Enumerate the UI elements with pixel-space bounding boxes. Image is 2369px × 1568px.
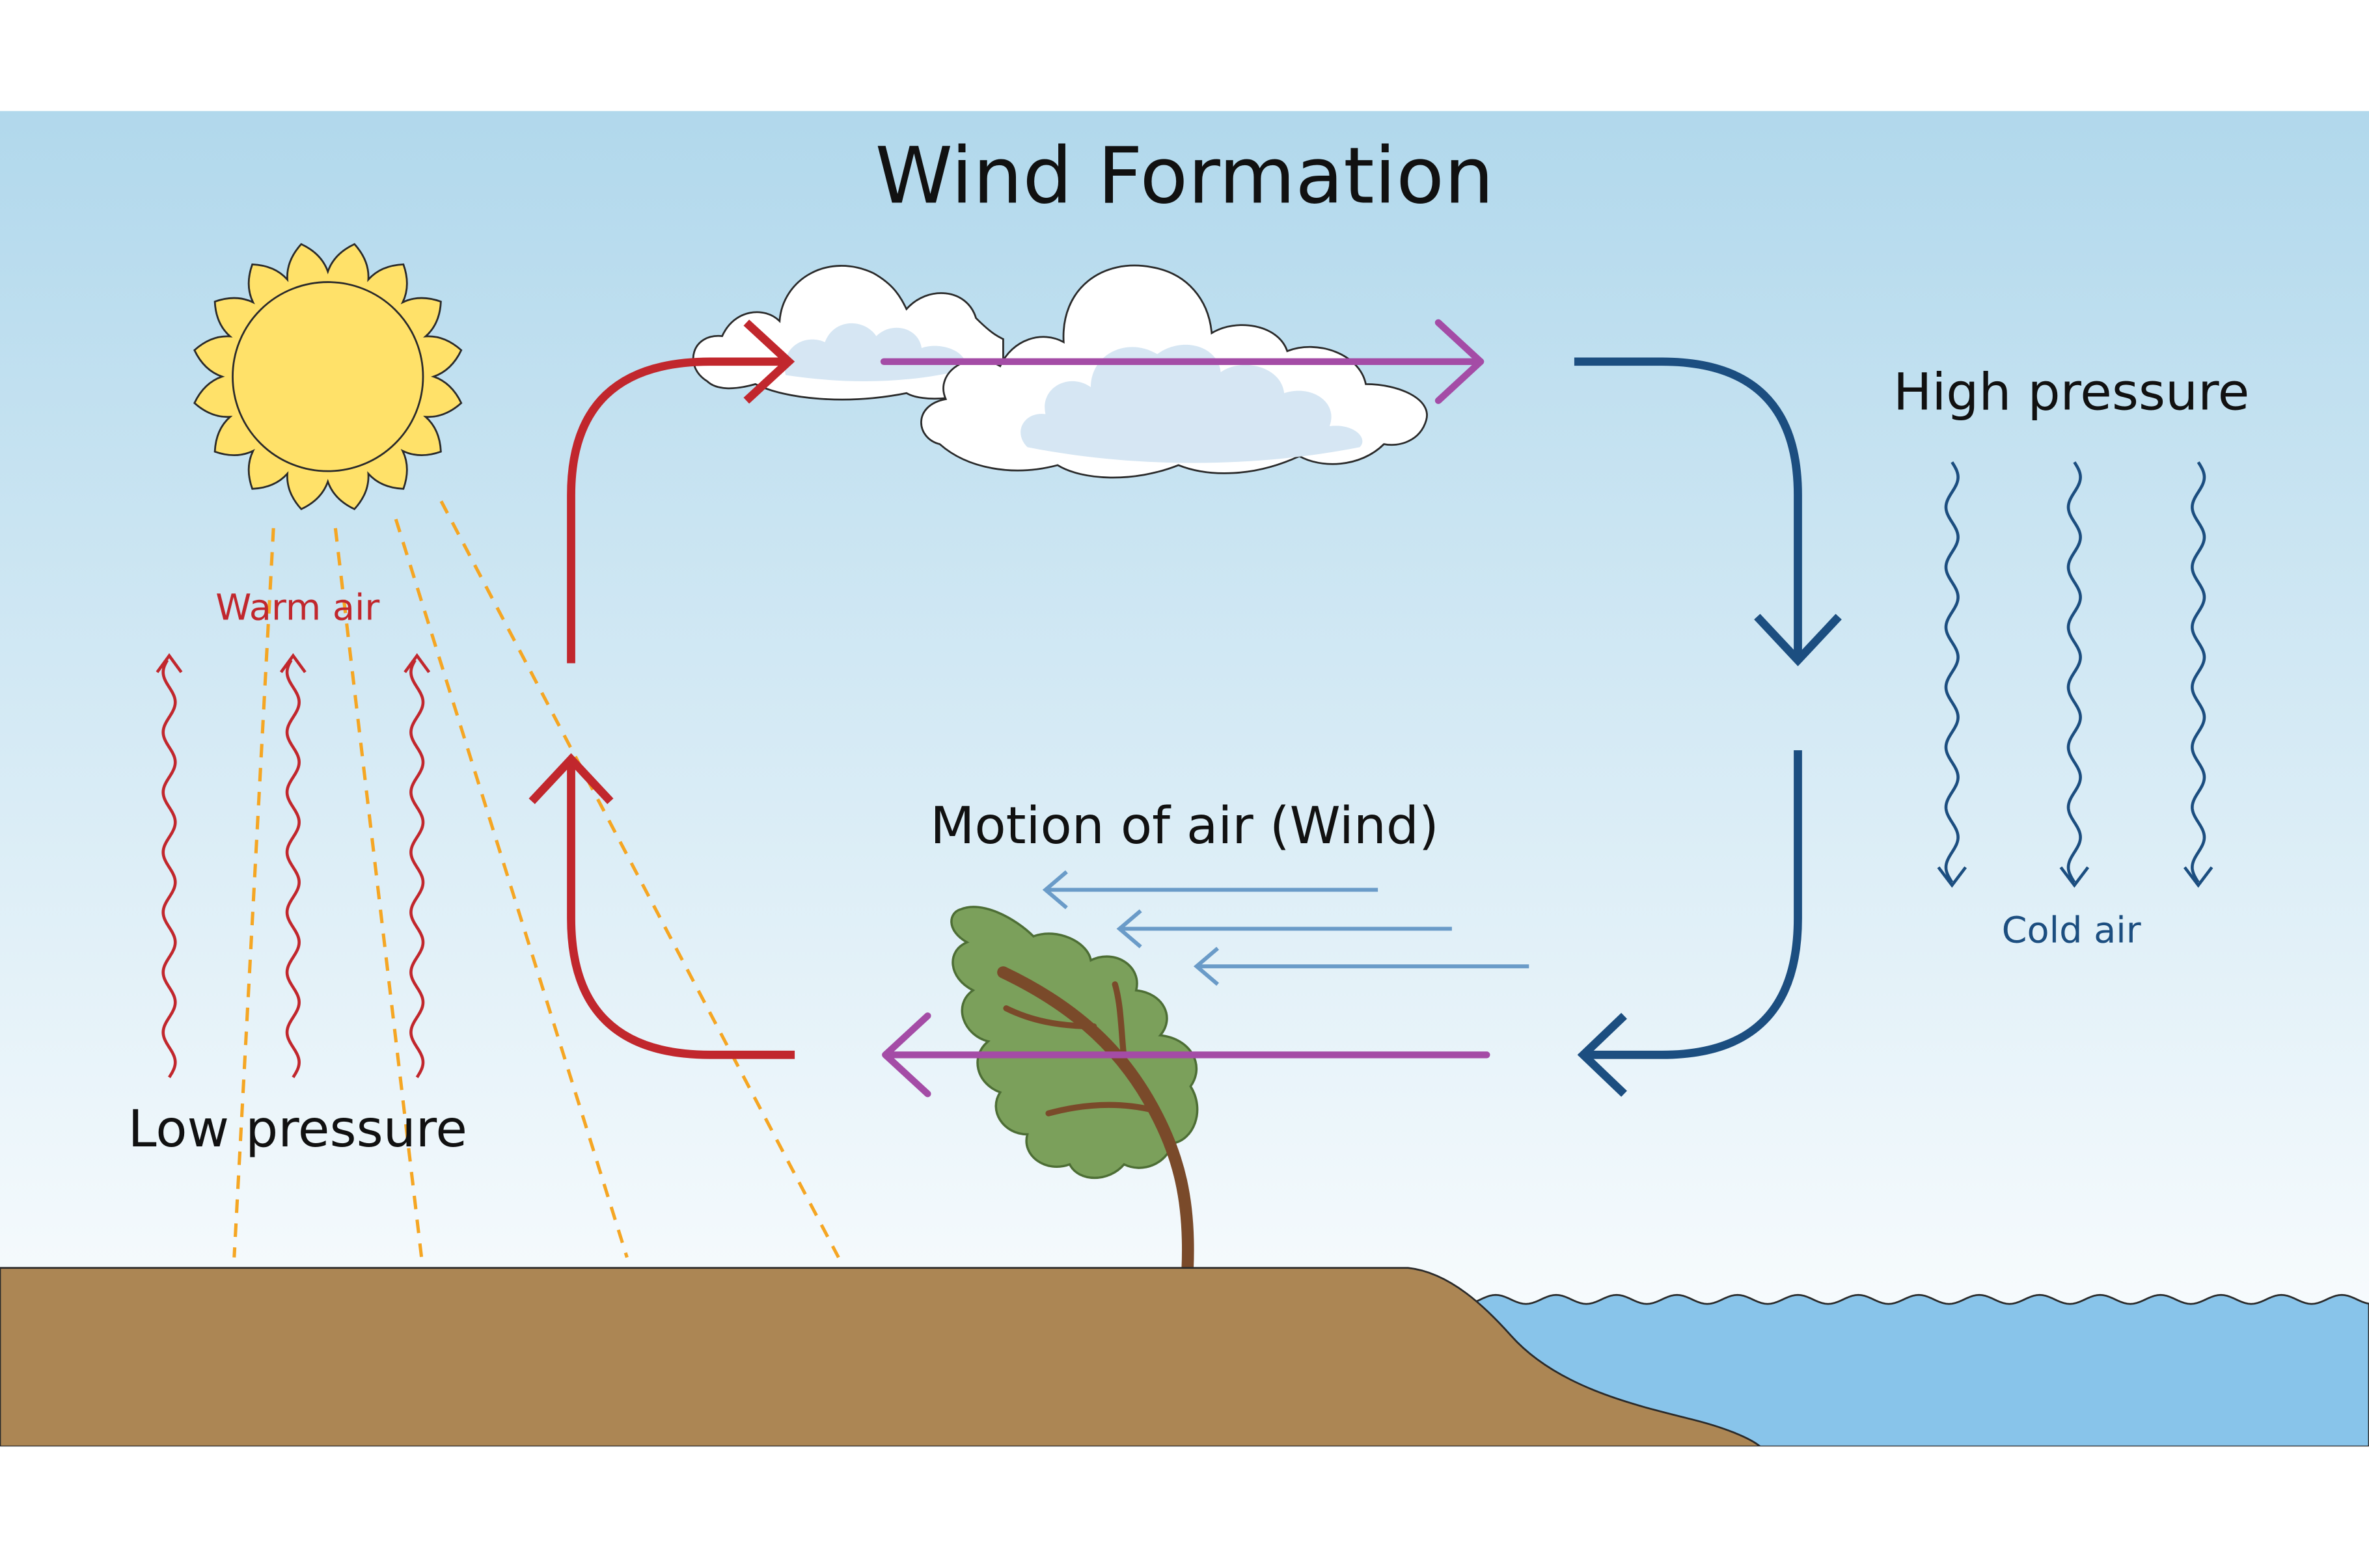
cold-air-wave bbox=[1944, 461, 1960, 884]
warm-air-label: Warm air bbox=[215, 587, 379, 629]
cold-air-wave bbox=[2066, 461, 2082, 884]
cold-air-circulation-arrow bbox=[1574, 357, 1842, 1097]
low-pressure-label: Low pressure bbox=[128, 1099, 467, 1159]
cold-air-arrowhead bbox=[1937, 866, 1967, 888]
cold-air-arrowhead bbox=[2183, 866, 2213, 888]
diagram-title: Wind Formation bbox=[875, 131, 1494, 222]
cold-air-arrows bbox=[1937, 461, 2213, 888]
sea-water bbox=[1449, 1293, 2369, 1448]
cloud-icon bbox=[692, 264, 1428, 479]
light-wind-arrows bbox=[1042, 870, 1529, 986]
sun-ray bbox=[333, 528, 424, 1258]
warm-air-wave bbox=[161, 659, 177, 1079]
warm-air-arrowhead bbox=[279, 653, 307, 673]
cloud-back-shade bbox=[784, 323, 967, 381]
lower-wind-arrow bbox=[882, 1012, 1490, 1098]
wind-label: Motion of air (Wind) bbox=[930, 796, 1438, 856]
warm-air-circulation-arrow bbox=[528, 319, 795, 1059]
sun-rays bbox=[232, 500, 840, 1258]
tree-branches bbox=[1003, 981, 1158, 1116]
sun-ray bbox=[232, 528, 275, 1258]
sun-icon bbox=[193, 243, 463, 511]
upper-wind-arrow bbox=[880, 319, 1485, 404]
bottom-whitespace bbox=[0, 1446, 2369, 1568]
warm-air-arrows bbox=[156, 653, 431, 1079]
tree-icon bbox=[950, 906, 1199, 1276]
warm-air-arrowhead bbox=[156, 653, 183, 673]
cloud-front-shade bbox=[1020, 344, 1363, 463]
warm-air-arrowhead bbox=[404, 653, 431, 673]
warm-air-wave bbox=[409, 659, 425, 1079]
cold-air-label: Cold air bbox=[2002, 909, 2141, 951]
sun-disk bbox=[232, 281, 424, 472]
ground bbox=[0, 1267, 1763, 1448]
high-pressure-label: High pressure bbox=[1893, 362, 2249, 422]
cold-air-arrowhead bbox=[2059, 866, 2090, 888]
sun-ray bbox=[394, 519, 629, 1258]
warm-air-wave bbox=[285, 659, 301, 1079]
cold-air-wave bbox=[2191, 461, 2206, 884]
